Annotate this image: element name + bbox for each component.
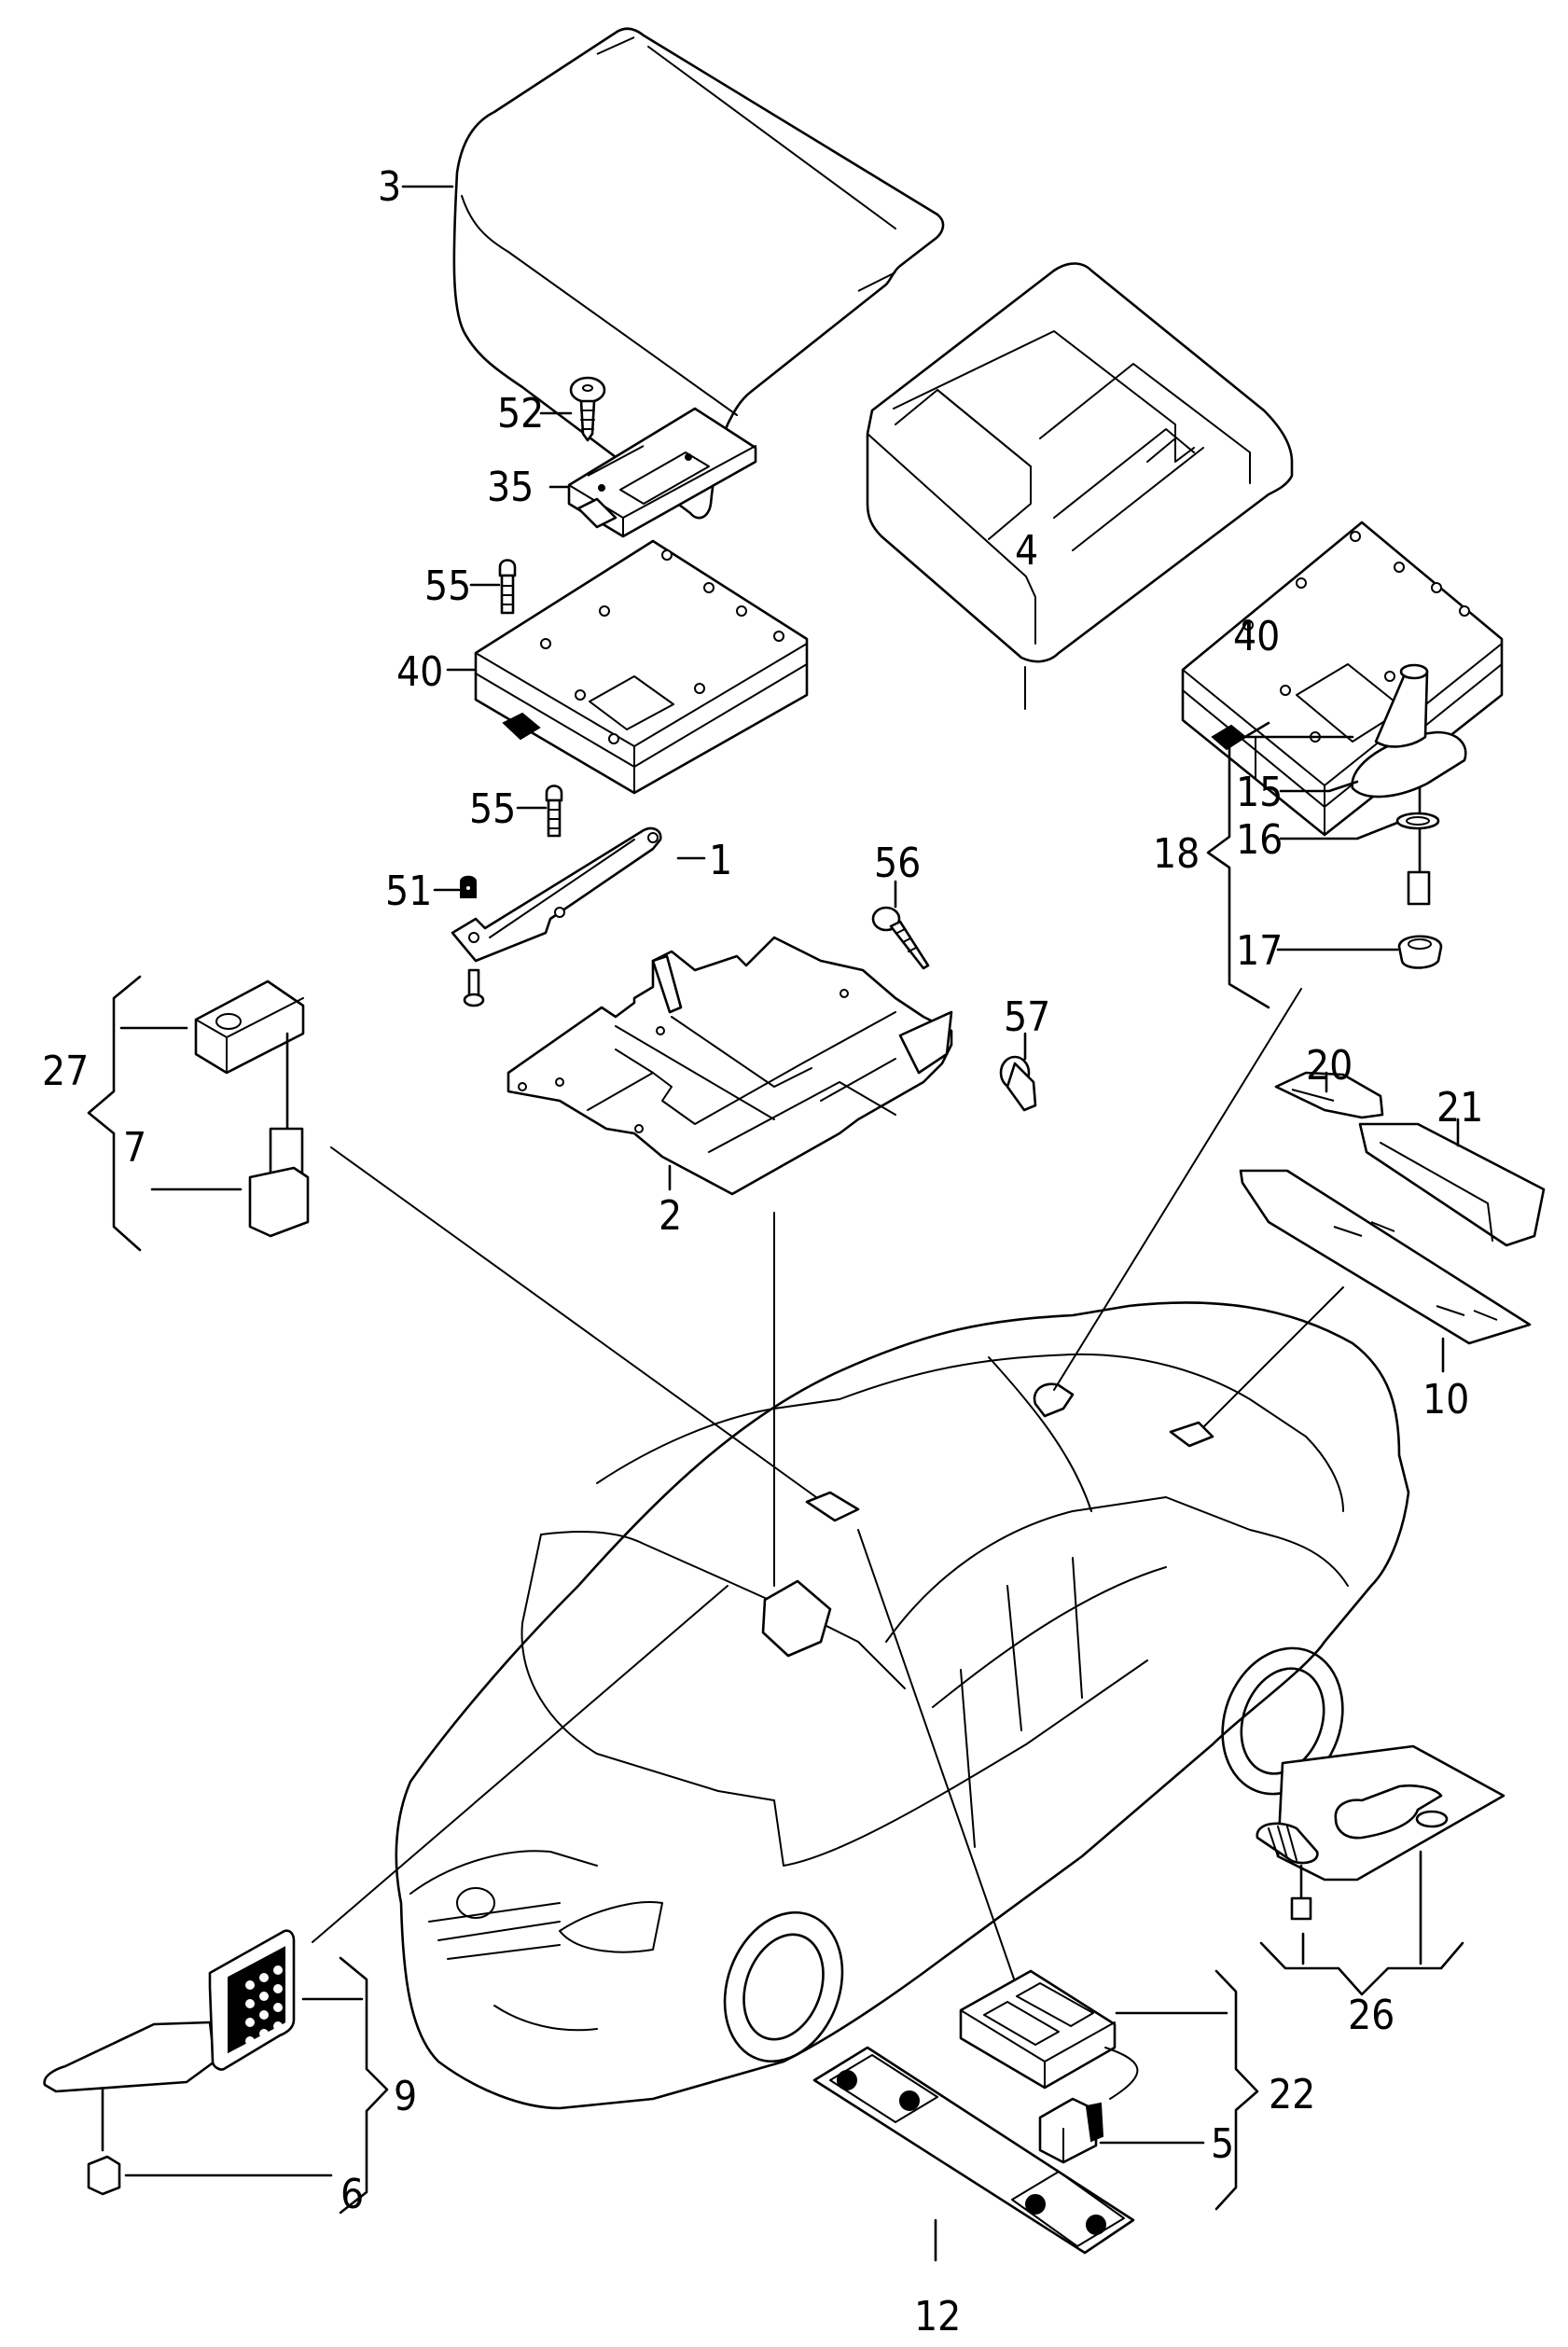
part-9-handset-group[interactable]	[43, 1929, 296, 2196]
callout-56: 56	[874, 840, 921, 887]
brace-22	[1214, 1969, 1259, 2211]
callout-51: 51	[385, 868, 432, 915]
callout-1: 1	[709, 837, 732, 884]
leader-16	[1279, 821, 1399, 840]
part-40-control-unit-left[interactable]	[474, 539, 809, 795]
callout-9: 9	[394, 2073, 417, 2120]
roof-trim-marker	[1169, 1421, 1214, 1448]
roof-antenna-marker	[1033, 1382, 1075, 1418]
leader-10-to-car	[1202, 1286, 1344, 1428]
part-20-module[interactable]	[1274, 1071, 1384, 1119]
leader-15	[1279, 780, 1359, 793]
callout-7: 7	[123, 1124, 146, 1172]
part-10-roof-trim[interactable]	[1239, 1169, 1532, 1345]
brace-18	[1206, 721, 1270, 1009]
callout-4: 4	[1015, 527, 1038, 575]
leader-18-to-car	[1053, 988, 1302, 1391]
callout-12: 12	[914, 2293, 961, 2340]
callout-21: 21	[1436, 1084, 1483, 1132]
part-2-carrier-plate[interactable]	[506, 936, 953, 1196]
callout-57: 57	[1004, 993, 1050, 1041]
part-55-bolt-2[interactable]	[545, 785, 563, 838]
part-51-nut[interactable]	[460, 875, 477, 898]
callout-17: 17	[1236, 927, 1283, 975]
callout-15: 15	[1236, 769, 1283, 816]
callout-40-left: 40	[396, 648, 443, 696]
callout-52: 52	[497, 390, 544, 437]
part-52-screw[interactable]	[569, 376, 606, 442]
part-18-roof-antenna-group[interactable]	[1351, 663, 1467, 969]
callout-3: 3	[378, 163, 401, 211]
callout-35: 35	[487, 464, 534, 511]
callout-55-top: 55	[424, 562, 471, 610]
part-57-clip[interactable]	[999, 1055, 1037, 1112]
brace-26	[1259, 1941, 1464, 1996]
car-body	[395, 1301, 1410, 2110]
small-screw	[463, 968, 485, 1007]
part-55-bolt-1[interactable]	[498, 559, 517, 615]
part-1-bracket[interactable]	[451, 826, 662, 963]
part-22-control-unit-group[interactable]	[959, 1969, 1139, 2164]
part-35-control-unit-small[interactable]	[567, 407, 757, 538]
part-27-sensor-group[interactable]	[194, 979, 310, 1238]
callout-5: 5	[1211, 2120, 1234, 2168]
roof-marker-center	[761, 1579, 832, 1658]
callout-55-bottom: 55	[469, 785, 516, 833]
part-12-strip[interactable]	[812, 2046, 1135, 2255]
callout-26: 26	[1348, 1992, 1395, 2039]
callout-18: 18	[1153, 830, 1200, 878]
callout-16: 16	[1236, 816, 1283, 864]
part-56-tapping-screw[interactable]	[871, 906, 930, 970]
part-21-antenna-cover[interactable]	[1358, 1122, 1546, 1247]
brace-9	[339, 1956, 389, 2215]
part-26-switch-panel[interactable]	[1256, 1744, 1506, 1921]
leader-9-to-car	[312, 1585, 728, 1943]
callout-22: 22	[1269, 2071, 1315, 2118]
leader-22-to-car	[857, 1529, 1018, 1988]
keypad-keys	[245, 1965, 283, 2046]
callout-40-right: 40	[1233, 613, 1280, 660]
callout-27: 27	[42, 1048, 89, 1095]
callout-6: 6	[340, 2171, 364, 2218]
callout-20: 20	[1306, 1042, 1353, 1090]
windshield-marker	[805, 1491, 860, 1522]
callout-10: 10	[1422, 1376, 1469, 1423]
callout-labels: 3 52 35 55 40 4 40 55 1 51 56 57 2 18 15…	[42, 163, 1483, 2340]
part-4-housing[interactable]	[866, 262, 1294, 663]
callout-2: 2	[659, 1192, 682, 1240]
brace-27	[87, 975, 142, 1252]
leader-27-to-car	[330, 1146, 817, 1498]
